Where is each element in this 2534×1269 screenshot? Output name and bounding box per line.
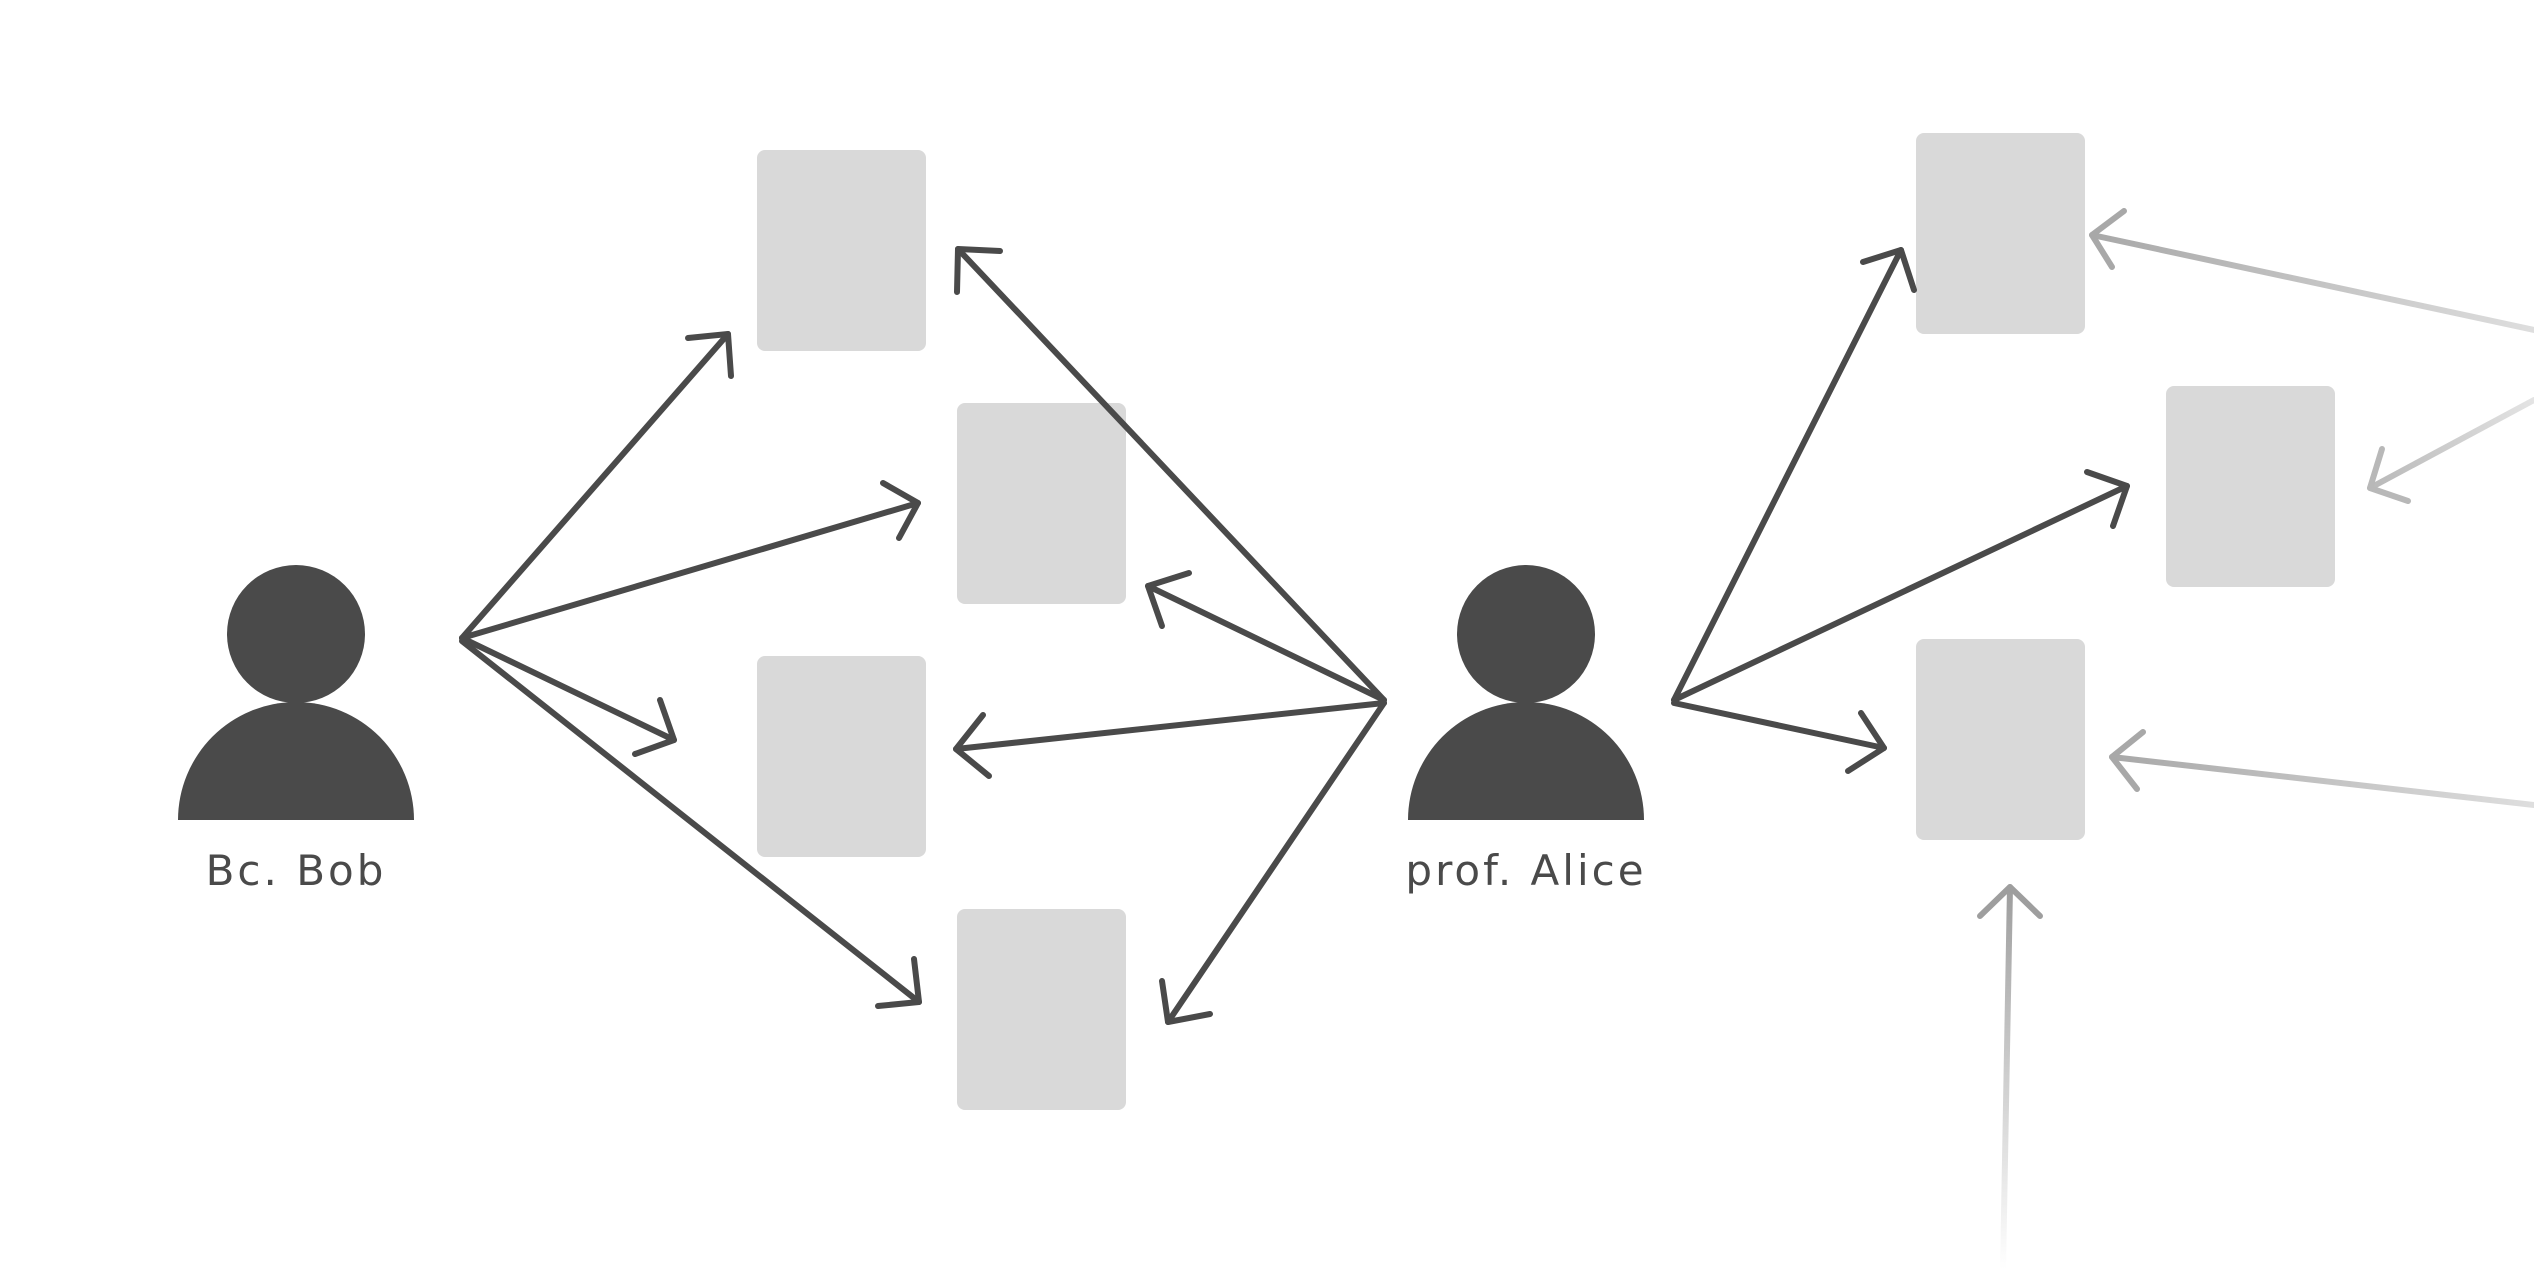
- person-alice-body: [1408, 702, 1644, 820]
- document-5[interactable]: [1916, 133, 2085, 334]
- document-2[interactable]: [957, 403, 1126, 604]
- document-3[interactable]: [757, 656, 926, 857]
- arrow-alice-to-document-4: [1159, 700, 1387, 1025]
- document-1[interactable]: [757, 150, 926, 351]
- person-bob[interactable]: Bc. Bob: [178, 565, 414, 895]
- person-alice[interactable]: prof. Alice: [1405, 565, 1646, 895]
- arrow-bob-to-document-4: [459, 638, 922, 1009]
- arrow-offscreen-to-document-7: [2109, 729, 2534, 808]
- document-6[interactable]: [2166, 386, 2335, 587]
- arrow-alice-to-document-1: [954, 246, 1387, 703]
- arrow-alice-to-document-3: [953, 700, 1387, 779]
- arrow-offscreen-to-document-6: [2367, 397, 2534, 504]
- arrow-bob-to-document-2: [459, 480, 921, 641]
- arrow-alice-to-document-6: [1671, 469, 2130, 703]
- person-bob-label: Bc. Bob: [206, 846, 387, 895]
- person-bob-head: [227, 565, 365, 703]
- arrow-bottom-to-document-7: [1977, 884, 2043, 1269]
- arrow-alice-to-document-7: [1671, 700, 1887, 774]
- person-alice-head: [1457, 565, 1595, 703]
- arrow-offscreen-to-document-5: [2089, 208, 2534, 333]
- person-alice-label: prof. Alice: [1405, 846, 1646, 895]
- person-bob-body: [178, 702, 414, 820]
- arrow-bob-to-document-3: [459, 635, 677, 757]
- arrow-alice-to-document-2: [1145, 570, 1387, 703]
- arrow-alice-to-document-5: [1671, 247, 1917, 703]
- arrow-bob-to-document-1: [459, 331, 734, 641]
- document-4[interactable]: [957, 909, 1126, 1110]
- document-7[interactable]: [1916, 639, 2085, 840]
